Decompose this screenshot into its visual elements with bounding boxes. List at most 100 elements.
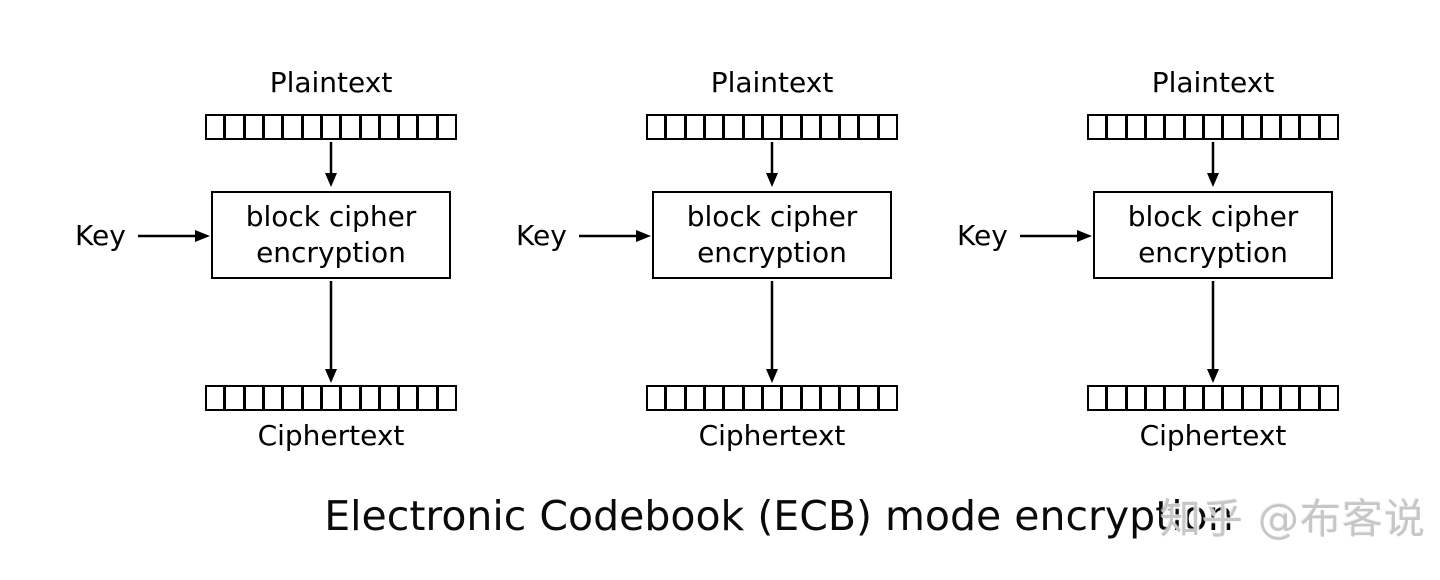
- plaintext-block-bar: [646, 114, 899, 140]
- block-cell: [340, 114, 361, 140]
- arrow-down-icon: [325, 142, 337, 187]
- ciphertext-block-bar: [1087, 385, 1340, 411]
- block-cell: [877, 385, 899, 411]
- watermark-text: 知乎 @布客说: [1160, 495, 1427, 543]
- ciphertext-label: Ciphertext: [1139, 419, 1287, 452]
- block-cell: [781, 385, 802, 411]
- block-cell: [1125, 385, 1146, 411]
- block-cell: [761, 385, 783, 411]
- block-cell: [858, 114, 879, 140]
- block-cipher-label: block cipher encryption: [245, 200, 417, 269]
- block-cell: [800, 385, 821, 411]
- block-cell: [781, 114, 802, 140]
- arrow-down-icon: [766, 142, 778, 187]
- ecb-unit-1: Plaintext block cipher encryption Cipher…: [205, 0, 458, 465]
- block-cell: [703, 114, 725, 140]
- ciphertext-label: Ciphertext: [698, 419, 846, 452]
- block-cell: [1164, 114, 1185, 140]
- key-input-3: Key: [957, 218, 1092, 254]
- plaintext-label: Plaintext: [269, 66, 393, 99]
- block-cell: [359, 385, 380, 411]
- block-cell: [320, 385, 342, 411]
- block-cell: [839, 385, 860, 411]
- arrow-right-icon: [1019, 230, 1092, 242]
- arrow-down-icon: [1207, 142, 1219, 187]
- block-cell: [1183, 114, 1204, 140]
- block-cell: [1299, 385, 1320, 411]
- block-cell: [723, 385, 744, 411]
- key-label: Key: [75, 219, 126, 252]
- arrow-right-icon: [137, 230, 210, 242]
- plaintext-label: Plaintext: [1151, 66, 1275, 99]
- block-cell: [1280, 114, 1301, 140]
- diagram-title: Electronic Codebook (ECB) mode encryptio…: [324, 492, 1234, 540]
- block-cell: [1241, 114, 1262, 140]
- arrow-right-icon: [578, 230, 651, 242]
- block-cell: [742, 114, 763, 140]
- block-cell: [665, 114, 686, 140]
- ciphertext-label: Ciphertext: [257, 419, 405, 452]
- block-cell: [1260, 385, 1282, 411]
- block-cipher-encryption-box: block cipher encryption: [652, 191, 892, 279]
- block-cell: [398, 114, 419, 140]
- block-cell: [1222, 385, 1243, 411]
- ciphertext-block-bar: [646, 385, 899, 411]
- block-cell: [646, 385, 667, 411]
- key-label: Key: [957, 219, 1008, 252]
- block-cell: [1202, 385, 1224, 411]
- ciphertext-block-bar: [205, 385, 458, 411]
- block-cell: [1106, 114, 1127, 140]
- block-cell: [359, 114, 380, 140]
- block-cell: [398, 385, 419, 411]
- arrow-down-icon: [766, 281, 778, 383]
- block-cell: [436, 114, 458, 140]
- block-cell: [224, 114, 245, 140]
- block-cell: [1144, 114, 1166, 140]
- key-input-1: Key: [75, 218, 210, 254]
- block-cell: [1087, 114, 1108, 140]
- block-cell: [205, 114, 226, 140]
- block-cell: [417, 385, 438, 411]
- block-cell: [224, 385, 245, 411]
- block-cell: [761, 114, 783, 140]
- block-cell: [205, 385, 226, 411]
- block-cell: [1318, 114, 1340, 140]
- block-cell: [262, 114, 284, 140]
- block-cell: [1183, 385, 1204, 411]
- block-cell: [320, 114, 342, 140]
- block-cipher-label: block cipher encryption: [1127, 200, 1299, 269]
- block-cell: [417, 114, 438, 140]
- block-cell: [436, 385, 458, 411]
- block-cipher-label: block cipher encryption: [686, 200, 858, 269]
- block-cell: [703, 385, 725, 411]
- block-cell: [243, 114, 264, 140]
- block-cell: [1299, 114, 1320, 140]
- block-cell: [665, 385, 686, 411]
- block-cell: [282, 385, 303, 411]
- block-cell: [646, 114, 667, 140]
- block-cell: [340, 385, 361, 411]
- block-cell: [1144, 385, 1166, 411]
- block-cell: [684, 385, 705, 411]
- block-cell: [262, 385, 284, 411]
- block-cell: [723, 114, 744, 140]
- block-cell: [301, 385, 322, 411]
- block-cell: [1241, 385, 1262, 411]
- block-cell: [1260, 114, 1282, 140]
- block-cell: [1318, 385, 1340, 411]
- block-cell: [819, 114, 841, 140]
- arrow-down-icon: [1207, 281, 1219, 383]
- block-cell: [378, 114, 400, 140]
- block-cipher-encryption-box: block cipher encryption: [211, 191, 451, 279]
- block-cell: [1280, 385, 1301, 411]
- block-cell: [684, 114, 705, 140]
- block-cell: [1106, 385, 1127, 411]
- block-cipher-encryption-box: block cipher encryption: [1093, 191, 1333, 279]
- arrow-down-icon: [325, 281, 337, 383]
- block-cell: [243, 385, 264, 411]
- block-cell: [858, 385, 879, 411]
- key-input-2: Key: [516, 218, 651, 254]
- plaintext-block-bar: [205, 114, 458, 140]
- block-cell: [378, 385, 400, 411]
- block-cell: [1125, 114, 1146, 140]
